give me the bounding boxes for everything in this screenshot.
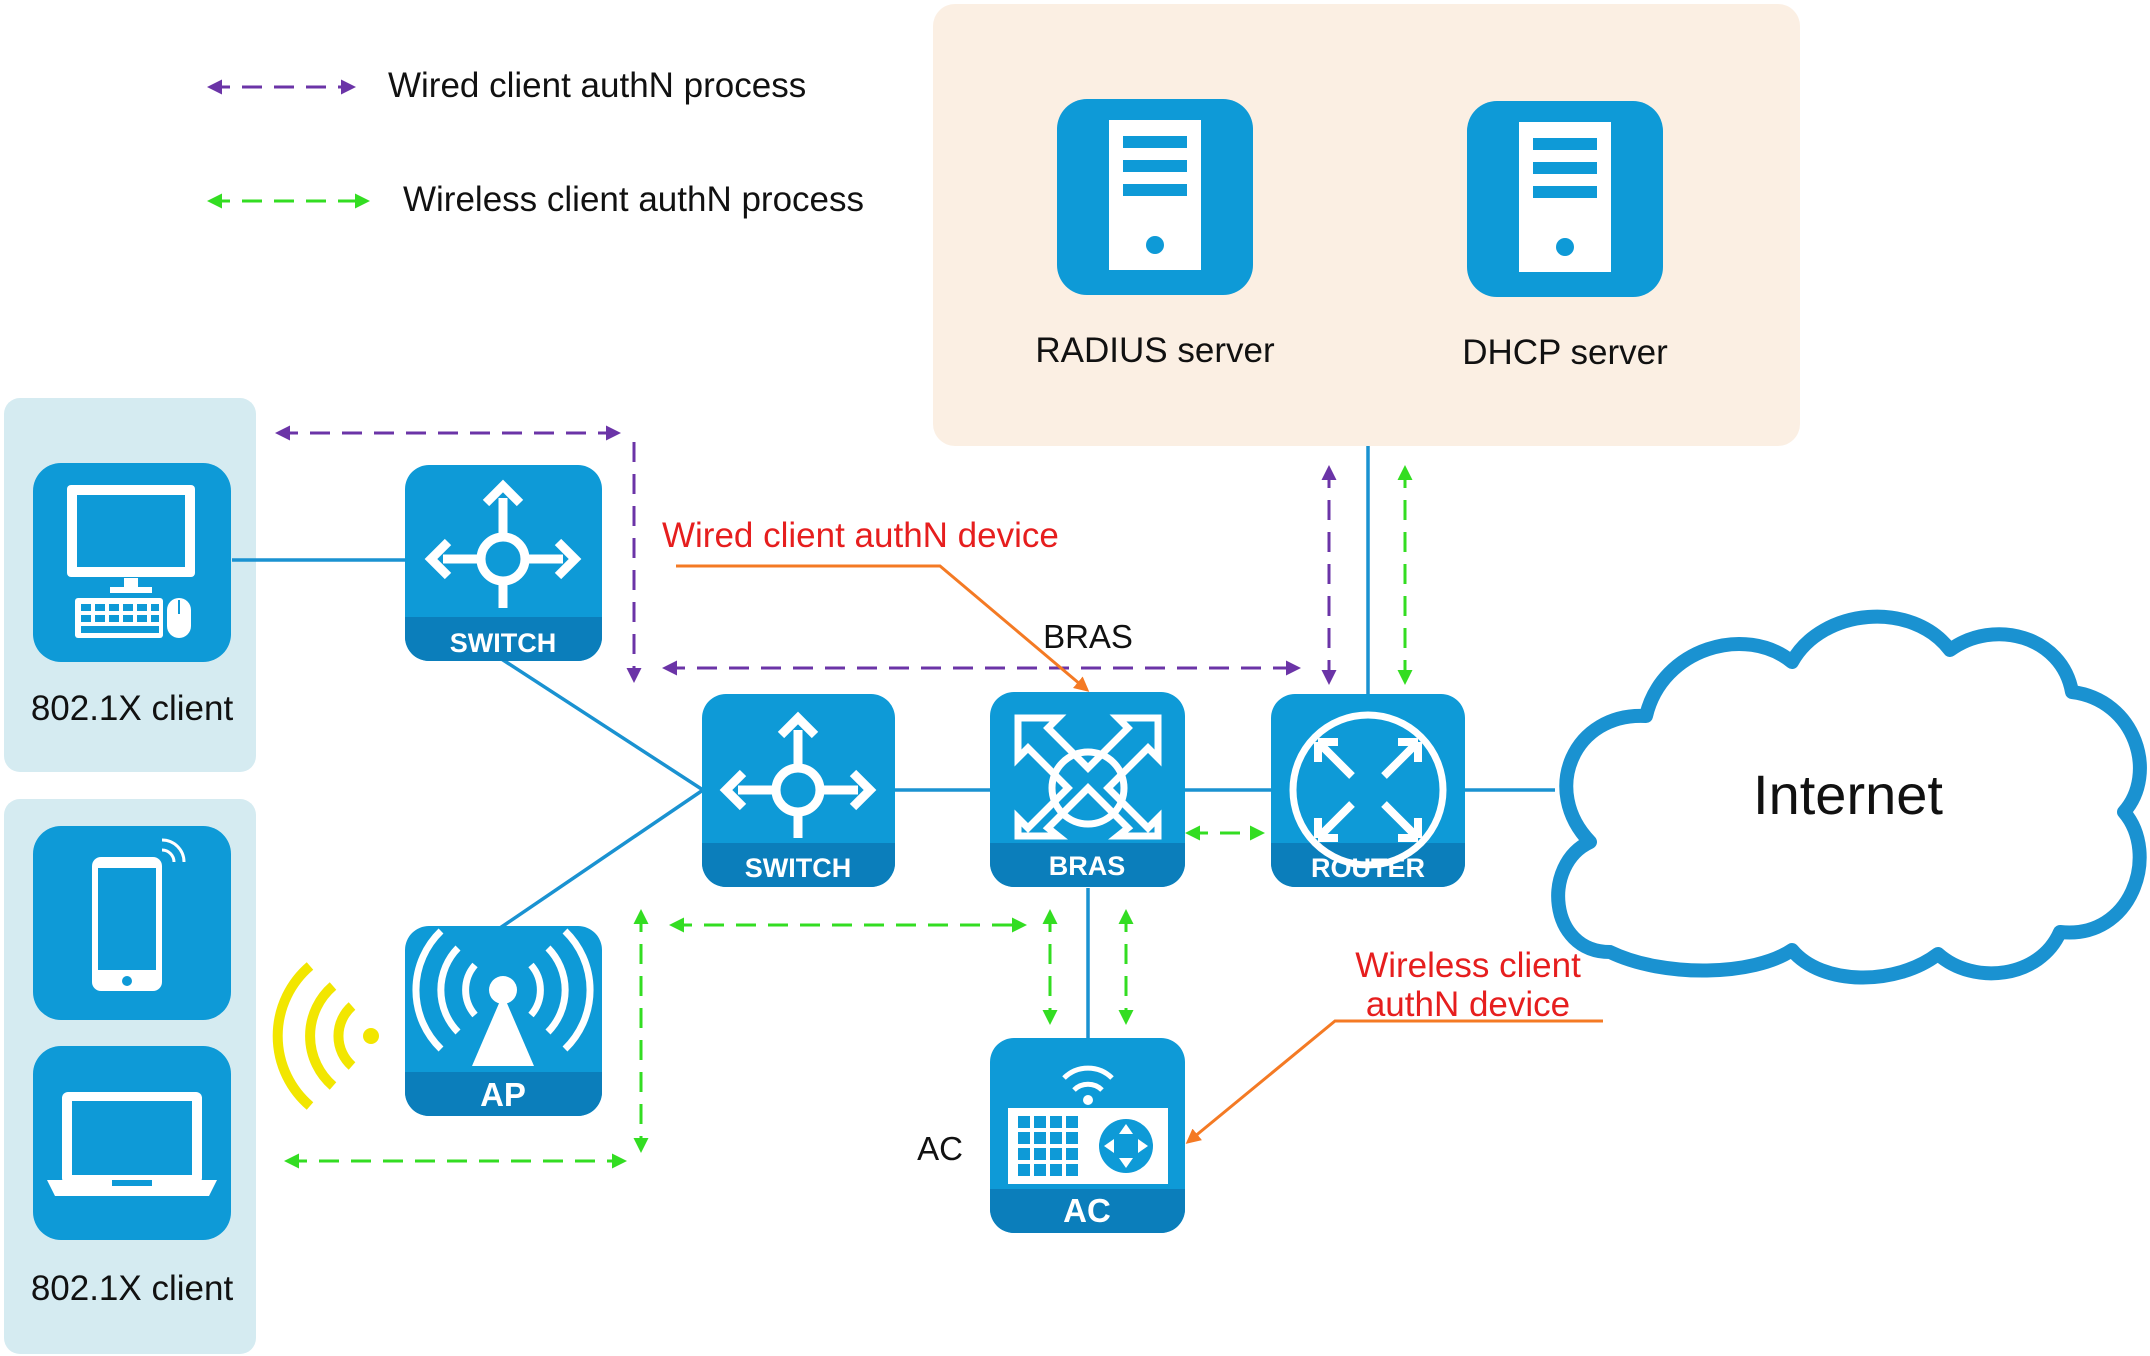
wireless-device-callout-line2: authN device: [1366, 985, 1570, 1024]
wireless-device-callout: Wireless client authN device: [1185, 946, 1603, 1144]
dhcp-server-label: DHCP server: [1462, 333, 1668, 372]
radius-server[interactable]: RADIUS server: [1035, 99, 1275, 370]
ac-label: AC: [917, 1130, 963, 1167]
radius-server-label: RADIUS server: [1035, 331, 1275, 370]
server-tower-icon: [1519, 122, 1611, 272]
access-controller-device[interactable]: AC: [990, 1038, 1185, 1233]
wireless-device-callout-line1: Wireless client: [1355, 946, 1581, 985]
wireless-client-laptop[interactable]: [33, 1046, 231, 1240]
access-point-icon: [412, 928, 594, 1066]
wireless-client-label: 802.1X client: [31, 1269, 234, 1308]
smartphone-icon: [92, 838, 186, 991]
legend-wired-label: Wired client authN process: [388, 66, 806, 105]
bras-label: BRAS: [1043, 618, 1133, 655]
wireless-client-phone[interactable]: [33, 826, 231, 1020]
internet-label: Internet: [1753, 763, 1943, 826]
desktop-computer-icon: [67, 485, 195, 638]
ap-device-label: AP: [480, 1076, 526, 1113]
legend: Wired client authN process Wireless clie…: [207, 66, 864, 219]
ac-device-label: AC: [1063, 1192, 1111, 1229]
wired-authn-arrows: [275, 425, 1337, 685]
laptop-icon: [47, 1092, 217, 1196]
switch-upper-label: SWITCH: [450, 628, 556, 658]
bras-device-label: BRAS: [1049, 851, 1126, 881]
wired-device-callout-text: Wired client authN device: [662, 516, 1059, 555]
router-icon: [1289, 711, 1447, 869]
switch-icon: [719, 711, 877, 838]
wireless-authn-arrows: [284, 465, 1413, 1169]
wifi-signal-icon: [272, 962, 379, 1110]
switch-device-center[interactable]: SWITCH: [702, 694, 895, 887]
switch-icon: [424, 479, 582, 608]
switch-device-upper[interactable]: SWITCH: [405, 465, 602, 661]
legend-wireless-label: Wireless client authN process: [403, 180, 864, 219]
bras-icon: [1014, 714, 1162, 840]
access-controller-icon: [1008, 1065, 1168, 1184]
router-device-label: ROUTER: [1311, 853, 1425, 883]
cloud-icon: [1551, 609, 2147, 985]
switch-center-label: SWITCH: [745, 853, 851, 883]
router-device[interactable]: ROUTER: [1271, 694, 1465, 887]
dhcp-server[interactable]: DHCP server: [1462, 101, 1668, 372]
wired-device-callout: Wired client authN device: [662, 516, 1090, 692]
server-tower-icon: [1109, 120, 1201, 270]
access-point-device[interactable]: AP: [405, 926, 602, 1116]
bras-device[interactable]: BRAS: [990, 692, 1185, 887]
wired-client-desktop[interactable]: [33, 463, 231, 662]
network-links: [232, 446, 1555, 1038]
wired-client-label: 802.1X client: [31, 689, 234, 728]
